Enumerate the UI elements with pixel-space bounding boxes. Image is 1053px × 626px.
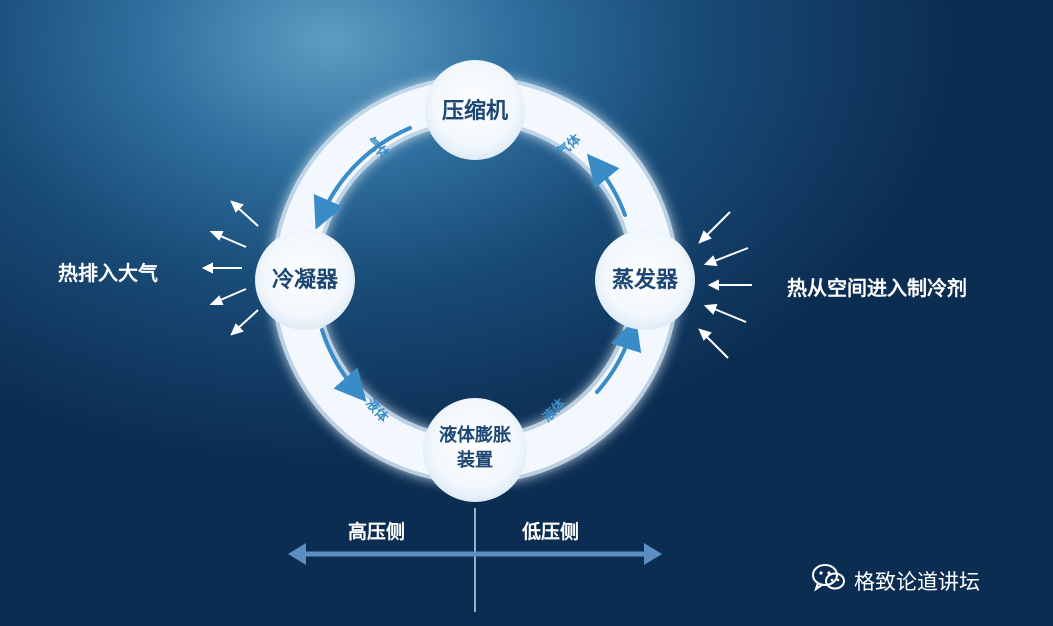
pressure-axis (288, 508, 662, 612)
flow-arrow-top-left (313, 126, 412, 230)
watermark-text: 格致论道讲坛 (854, 569, 980, 594)
high-pressure-label: 高压侧 (348, 521, 406, 543)
flow-arrow-bottom-left (320, 328, 367, 403)
heat-rejected-text: 热排入大气 (58, 261, 158, 285)
flow-arrow-bottom-right (595, 317, 642, 394)
condenser-node (255, 230, 355, 330)
heat-absorbed-text: 热从空间进入制冷剂 (787, 276, 967, 300)
low-pressure-label: 低压侧 (522, 521, 580, 543)
watermark: 格致论道讲坛 (812, 564, 980, 597)
wechat-icon (812, 564, 846, 597)
evaporator-node (595, 230, 695, 330)
compressor-node (425, 60, 525, 160)
condenser-label: 冷凝器 (271, 268, 338, 293)
expansion-device-label-line1: 液体膨胀 (439, 425, 511, 446)
expansion-device-node (423, 398, 527, 502)
evaporator-label: 蒸发器 (611, 268, 678, 293)
heat-out-arrows (201, 200, 259, 336)
heat-in-arrows (698, 211, 752, 359)
expansion-device-label-line2: 装置 (457, 450, 493, 471)
compressor-label: 压缩机 (441, 99, 508, 124)
flow-arrow-top-right (586, 153, 627, 217)
